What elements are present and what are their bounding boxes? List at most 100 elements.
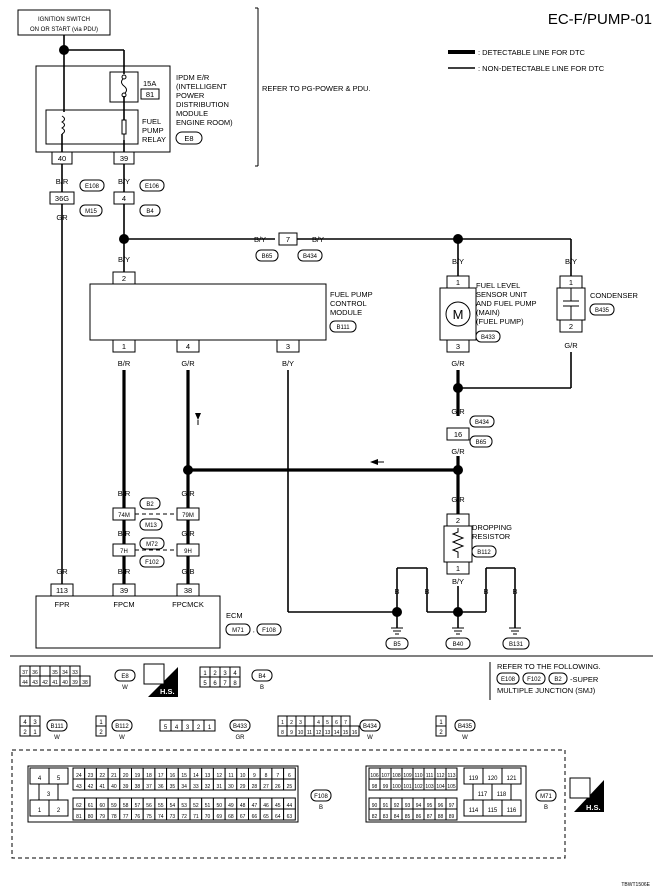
ipdm-line1: IPDM E/R <box>176 73 210 82</box>
resistor-icon <box>451 528 465 558</box>
hs-icon: H.S. <box>143 663 178 697</box>
ignition-switch-box: IGNITION SWITCH ON OR START (via PDU) <box>17 9 111 36</box>
connector-pin-label: 18 <box>146 773 152 779</box>
hs-icon: H.S. <box>569 777 604 812</box>
connector-pin-label: 42 <box>88 784 94 790</box>
connector-id-badge <box>310 789 332 802</box>
connector-pin-label: 99 <box>383 784 389 790</box>
connector-pin-label: 37 <box>146 784 152 790</box>
connector-pin-label: 28 <box>252 784 258 790</box>
arrow-up-icon <box>195 413 201 420</box>
wire-label-by-res: B/Y <box>452 577 464 586</box>
ipdm-pin-left: 40 <box>58 154 66 163</box>
connector-pin-label: 3 <box>223 671 227 677</box>
connector-pin-label: 1 <box>281 720 284 726</box>
connector-pin-label: 5 <box>57 776 61 782</box>
wire-label-br-7h: B/R <box>118 529 131 538</box>
fpcm-pin-4: 4 <box>186 342 190 351</box>
connector-pin-label: 7 <box>344 720 347 726</box>
junction-m15: M15 <box>85 209 97 215</box>
wire-label-br-ecm: B/R <box>118 567 131 576</box>
connector-pin-label: 3 <box>33 720 37 726</box>
cond-pin-top: 1 <box>569 278 573 287</box>
motor-letter: M <box>453 307 464 322</box>
connector-pin-label: 4 <box>175 725 179 731</box>
connector-pin-label: 104 <box>436 784 445 790</box>
connector-pin-label: 84 <box>394 814 400 820</box>
junction-e106: E106 <box>145 184 160 190</box>
connector-pin-label: 8 <box>265 773 268 779</box>
connector-pin-label: 5 <box>203 681 207 687</box>
connector-pin-label: 38 <box>135 784 141 790</box>
connector-pin-label: 36 <box>32 670 38 676</box>
connector-pin-label: 27 <box>263 784 269 790</box>
connector-pin-label: 14 <box>193 773 199 779</box>
wire-label-by-cond: B/Y <box>565 257 577 266</box>
connector-pin-label: 34 <box>181 784 187 790</box>
connector-id: B435 <box>458 724 473 730</box>
pin-4: 4 <box>122 194 126 203</box>
connector-pin-label: 40 <box>111 784 117 790</box>
connector-pin-label: 7 <box>276 773 279 779</box>
connector-pin-label: 115 <box>488 808 498 814</box>
connector-pin-label: 42 <box>42 680 48 686</box>
refer-smj-tail: -SUPER <box>570 675 599 684</box>
wire-label-by-fpcm-out: B/Y <box>282 359 294 368</box>
legend: : DETECTABLE LINE FOR DTC : NON-DETECTAB… <box>448 48 605 73</box>
connector-color: B <box>260 685 264 691</box>
wire-label-b-2: B <box>424 587 429 596</box>
connector-pin-label: 88 <box>438 814 444 820</box>
connector-pin-label: 54 <box>170 803 176 809</box>
connector-pin-label: 26 <box>275 784 281 790</box>
connector-pin-label: 25 <box>287 784 293 790</box>
connector-pin-label: 96 <box>438 803 444 809</box>
connector-color: W <box>54 735 60 741</box>
connector-pin-label: 3 <box>299 720 302 726</box>
connector-id: B4 <box>258 674 266 680</box>
connector-pin-label: 119 <box>469 776 479 782</box>
connector-pin-label: 43 <box>76 784 82 790</box>
refer-smj-line1: REFER TO THE FOLLOWING. <box>497 662 601 671</box>
connector-pin-label: 39 <box>72 680 78 686</box>
connector-pin-label: 53 <box>181 803 187 809</box>
junction-f102: F102 <box>145 560 159 566</box>
connector-cavity <box>79 675 91 687</box>
connector-pin-label: 58 <box>123 803 129 809</box>
hs-label-2: H.S. <box>586 803 601 812</box>
connector-pin-label: 75 <box>146 814 152 820</box>
fuse-rating: 15A <box>143 79 156 88</box>
connector-pin-label: 2 <box>213 671 217 677</box>
pin-36g: 36G <box>55 194 69 203</box>
connector-pin-label: 102 <box>414 784 423 790</box>
wire-label-gr-fl: G/R <box>451 359 465 368</box>
smj-b2: B2 <box>554 677 562 683</box>
fpcm-pin-top: 2 <box>122 274 126 283</box>
connector-pin-label: 87 <box>427 814 433 820</box>
connector-cavity <box>203 719 216 732</box>
res-connector: B112 <box>477 550 491 556</box>
fl-line5: (FUEL PUMP) <box>476 317 524 326</box>
connector-id: B433 <box>233 724 248 730</box>
connector-pin-label: 59 <box>111 803 117 809</box>
connector-pin-label: 35 <box>52 670 58 676</box>
connector-pin-label: 34 <box>62 670 68 676</box>
wire-label-gr-9h: G/R <box>181 529 195 538</box>
connector-pin-label: 91 <box>383 803 389 809</box>
wire-label-gr-79m: G/R <box>181 489 195 498</box>
connector-pin-label: 69 <box>216 814 222 820</box>
connector-pin-label: 39 <box>123 784 129 790</box>
connector-cavity <box>304 715 315 727</box>
connector-pin-label: 4 <box>233 671 237 677</box>
fl-line4: (MAIN) <box>476 308 500 317</box>
connector-cavity <box>95 725 107 737</box>
connector-pin-label: 64 <box>275 814 281 820</box>
refer-smj-line3: MULTIPLE JUNCTION (SMJ) <box>497 686 596 695</box>
junction-e108: E108 <box>85 184 100 190</box>
connector-pin-label: 86 <box>416 814 422 820</box>
wire-label-gr-ecm: GR <box>56 567 68 576</box>
connector-pin-label: 109 <box>403 773 412 779</box>
wire-label-by-h1: B/Y <box>254 235 266 244</box>
connector-pin-label: 92 <box>394 803 400 809</box>
connector-pin-label: 2 <box>23 730 27 736</box>
res-line1: DROPPING <box>472 523 512 532</box>
